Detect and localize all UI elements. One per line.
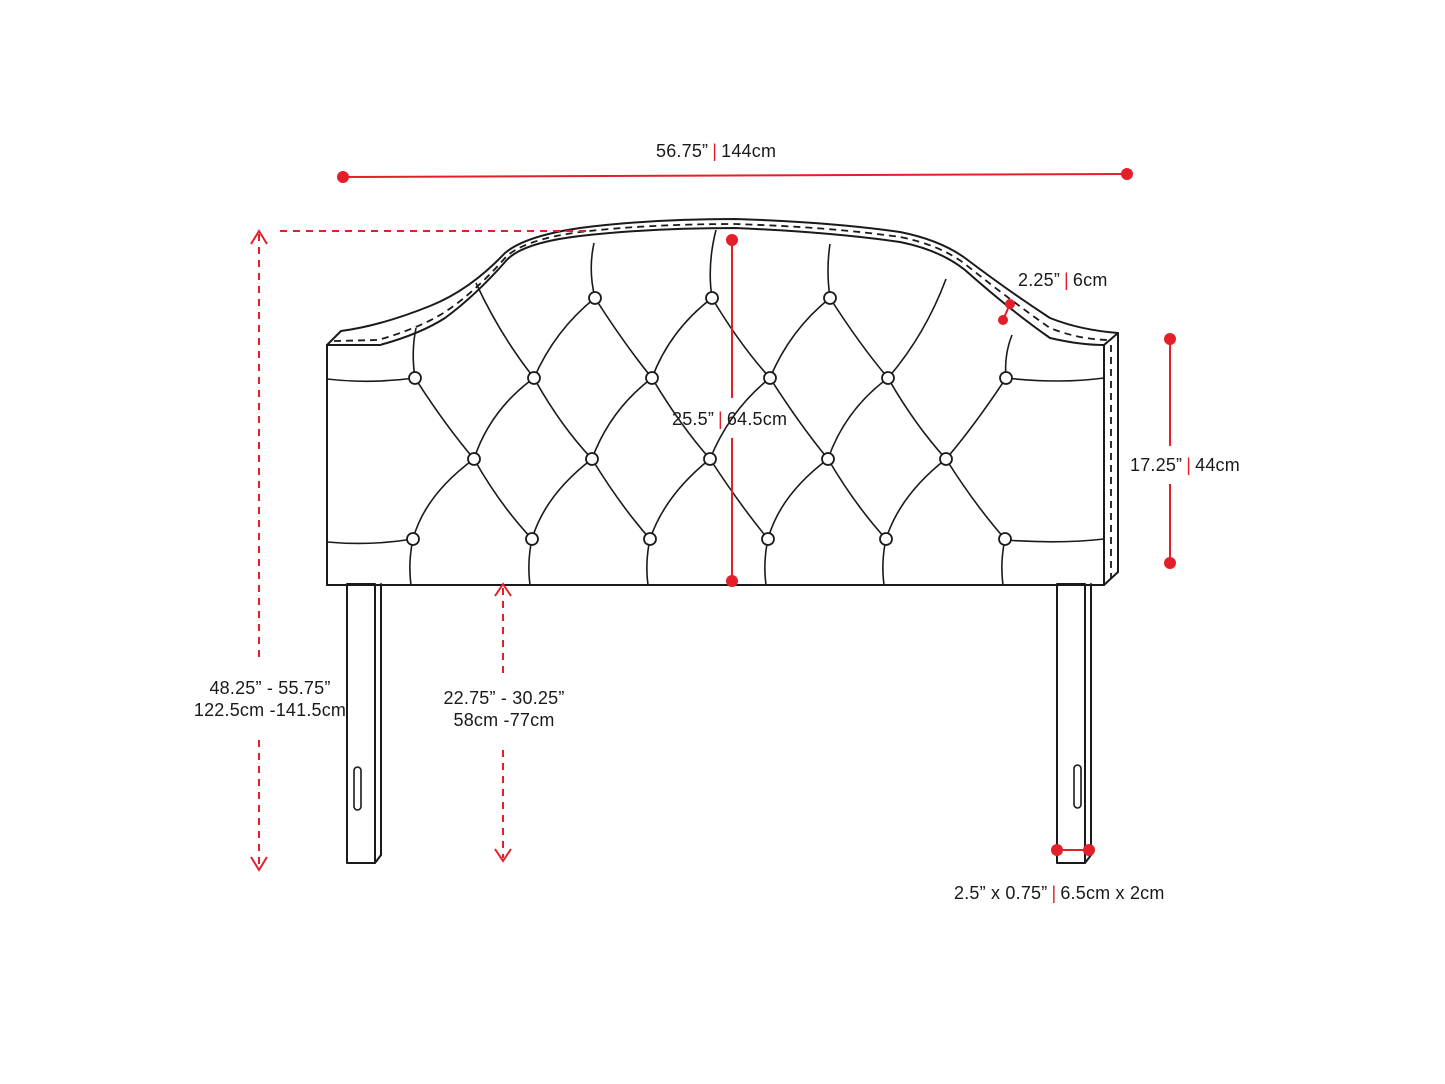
overall-height-imperial: 48.25” - 55.75” xyxy=(209,678,331,698)
overall-height-dimension-line xyxy=(250,229,590,872)
width-dimension-line xyxy=(337,168,1133,183)
side-height-dimension-line xyxy=(1164,333,1176,569)
overall-width-label: 56.75”|144cm xyxy=(656,140,776,162)
leg-size-label: 2.5” x 0.75”|6.5cm x 2cm xyxy=(954,882,1165,904)
headboard-panel xyxy=(326,218,1119,586)
overall-height-label: 48.25” - 55.75” 122.5cm -141.5cm xyxy=(180,677,360,721)
leg-size-marker xyxy=(1051,844,1095,856)
leg-clearance-metric: 58cm -77cm xyxy=(453,710,555,730)
border-thickness-marker xyxy=(998,299,1015,325)
leg-clearance-dimension-line xyxy=(494,582,512,863)
leg-size-imperial: 2.5” x 0.75” xyxy=(954,883,1048,903)
unit-separator: | xyxy=(712,141,718,161)
unit-separator: | xyxy=(1186,455,1192,475)
leg-clearance-label: 22.75” - 30.25” 58cm -77cm xyxy=(420,687,588,731)
center-height-dimension-line xyxy=(726,234,738,587)
unit-separator: | xyxy=(718,409,723,429)
border-thickness-label: 2.25”|6cm xyxy=(1018,269,1108,291)
center-height-metric: 64.5cm xyxy=(726,409,788,429)
leg-clearance-imperial: 22.75” - 30.25” xyxy=(443,688,565,708)
overall-width-metric: 144cm xyxy=(721,141,777,161)
center-height-imperial: 25.5” xyxy=(672,409,715,429)
leg-size-metric: 6.5cm x 2cm xyxy=(1060,883,1165,903)
border-thickness-metric: 6cm xyxy=(1072,270,1108,290)
right-leg xyxy=(1056,583,1092,864)
left-leg xyxy=(346,583,382,864)
center-height-label: 25.5”|64.5cm xyxy=(672,408,787,430)
border-thickness-imperial: 2.25” xyxy=(1018,270,1061,290)
side-height-metric: 44cm xyxy=(1195,455,1240,475)
unit-separator: | xyxy=(1051,883,1057,903)
unit-separator: | xyxy=(1064,270,1069,290)
overall-height-metric: 122.5cm -141.5cm xyxy=(193,700,347,720)
overall-width-imperial: 56.75” xyxy=(656,141,709,161)
tufting-buttons xyxy=(406,291,1013,546)
side-height-label: 17.25”|44cm xyxy=(1130,454,1240,476)
side-height-imperial: 17.25” xyxy=(1130,455,1183,475)
